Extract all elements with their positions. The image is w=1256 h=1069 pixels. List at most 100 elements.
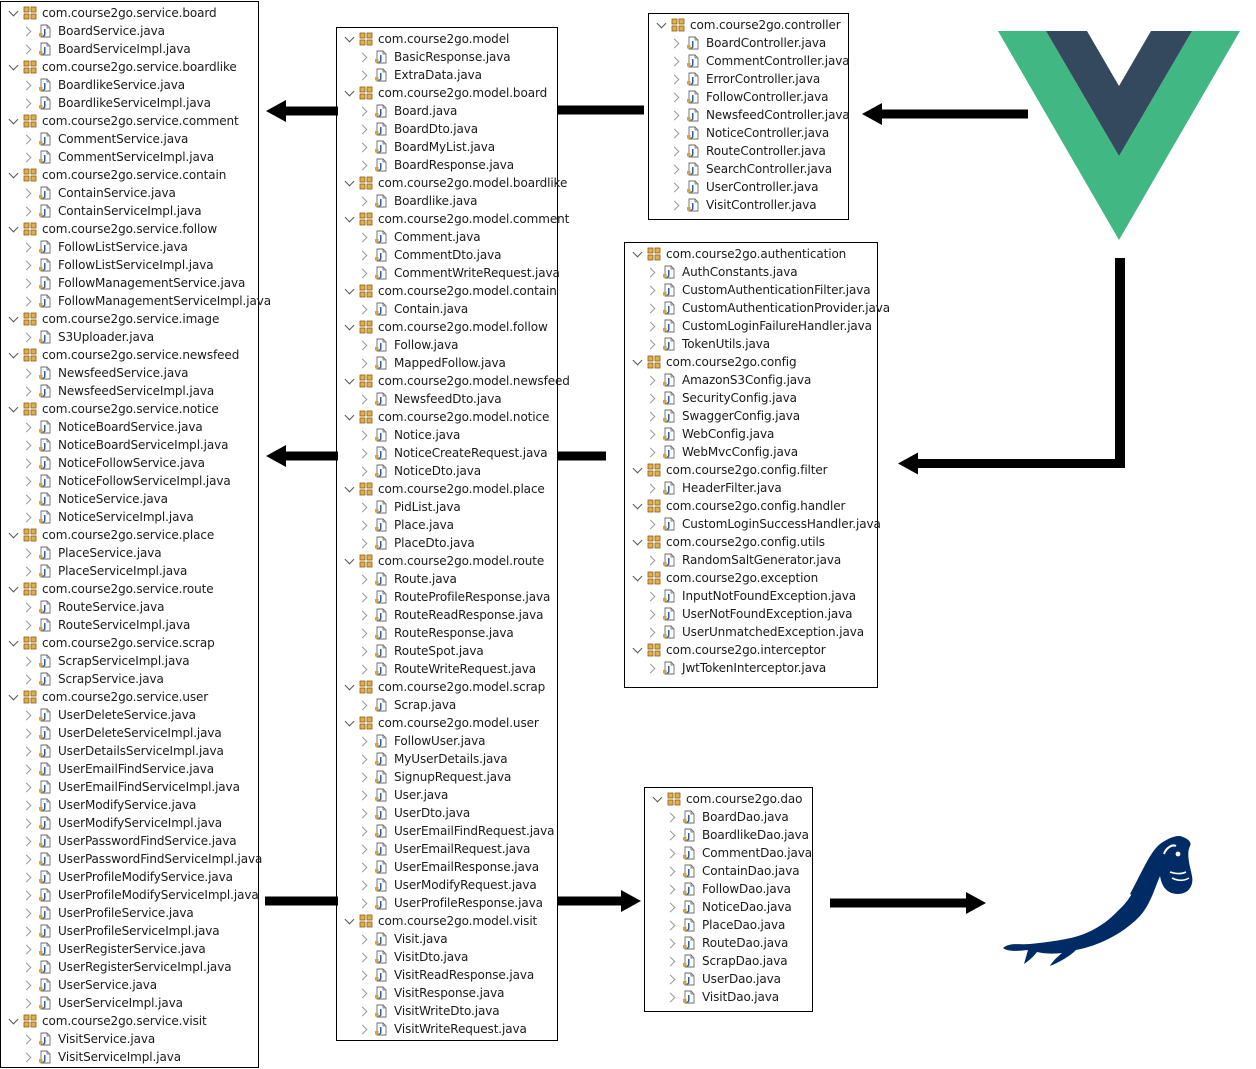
chevron-right-icon[interactable] <box>645 411 656 422</box>
chevron-down-icon[interactable] <box>632 355 643 366</box>
chevron-down-icon[interactable] <box>632 643 643 654</box>
chevron-down-icon[interactable] <box>632 247 643 258</box>
chevron-right-icon[interactable] <box>21 98 32 109</box>
chevron-right-icon[interactable] <box>357 466 368 477</box>
chevron-right-icon[interactable] <box>357 736 368 747</box>
chevron-right-icon[interactable] <box>21 368 32 379</box>
chevron-right-icon[interactable] <box>21 134 32 145</box>
package-row[interactable]: com.course2go.model <box>337 30 557 48</box>
chevron-right-icon[interactable] <box>665 884 676 895</box>
chevron-down-icon[interactable] <box>8 168 19 179</box>
chevron-right-icon[interactable] <box>357 898 368 909</box>
chevron-right-icon[interactable] <box>21 422 32 433</box>
chevron-right-icon[interactable] <box>669 74 680 85</box>
package-row[interactable]: com.course2go.model.board <box>337 84 557 102</box>
chevron-right-icon[interactable] <box>665 902 676 913</box>
chevron-right-icon[interactable] <box>665 974 676 985</box>
chevron-right-icon[interactable] <box>21 512 32 523</box>
chevron-right-icon[interactable] <box>669 200 680 211</box>
chevron-right-icon[interactable] <box>21 890 32 901</box>
chevron-right-icon[interactable] <box>357 844 368 855</box>
chevron-right-icon[interactable] <box>665 956 676 967</box>
chevron-right-icon[interactable] <box>665 830 676 841</box>
chevron-right-icon[interactable] <box>357 970 368 981</box>
chevron-right-icon[interactable] <box>665 938 676 949</box>
chevron-right-icon[interactable] <box>645 339 656 350</box>
package-row[interactable]: com.course2go.config <box>625 353 877 371</box>
chevron-right-icon[interactable] <box>669 56 680 67</box>
chevron-right-icon[interactable] <box>665 920 676 931</box>
chevron-down-icon[interactable] <box>632 535 643 546</box>
chevron-right-icon[interactable] <box>357 862 368 873</box>
chevron-right-icon[interactable] <box>21 998 32 1009</box>
chevron-right-icon[interactable] <box>357 268 368 279</box>
package-row[interactable]: com.course2go.model.visit <box>337 912 557 930</box>
chevron-right-icon[interactable] <box>645 663 656 674</box>
chevron-right-icon[interactable] <box>357 610 368 621</box>
package-row[interactable]: com.course2go.service.follow <box>1 220 258 238</box>
chevron-right-icon[interactable] <box>645 321 656 332</box>
chevron-right-icon[interactable] <box>357 808 368 819</box>
package-row[interactable]: com.course2go.model.route <box>337 552 557 570</box>
chevron-right-icon[interactable] <box>357 826 368 837</box>
package-row[interactable]: com.course2go.model.scrap <box>337 678 557 696</box>
package-row[interactable]: com.course2go.service.notice <box>1 400 258 418</box>
chevron-right-icon[interactable] <box>21 710 32 721</box>
chevron-right-icon[interactable] <box>21 188 32 199</box>
chevron-right-icon[interactable] <box>357 142 368 153</box>
chevron-right-icon[interactable] <box>357 52 368 63</box>
chevron-down-icon[interactable] <box>344 716 355 727</box>
chevron-right-icon[interactable] <box>21 800 32 811</box>
chevron-right-icon[interactable] <box>21 260 32 271</box>
package-row[interactable]: com.course2go.model.boardlike <box>337 174 567 192</box>
chevron-right-icon[interactable] <box>357 232 368 243</box>
chevron-right-icon[interactable] <box>645 555 656 566</box>
chevron-down-icon[interactable] <box>8 636 19 647</box>
chevron-down-icon[interactable] <box>8 60 19 71</box>
chevron-down-icon[interactable] <box>344 212 355 223</box>
chevron-down-icon[interactable] <box>344 680 355 691</box>
chevron-right-icon[interactable] <box>357 790 368 801</box>
